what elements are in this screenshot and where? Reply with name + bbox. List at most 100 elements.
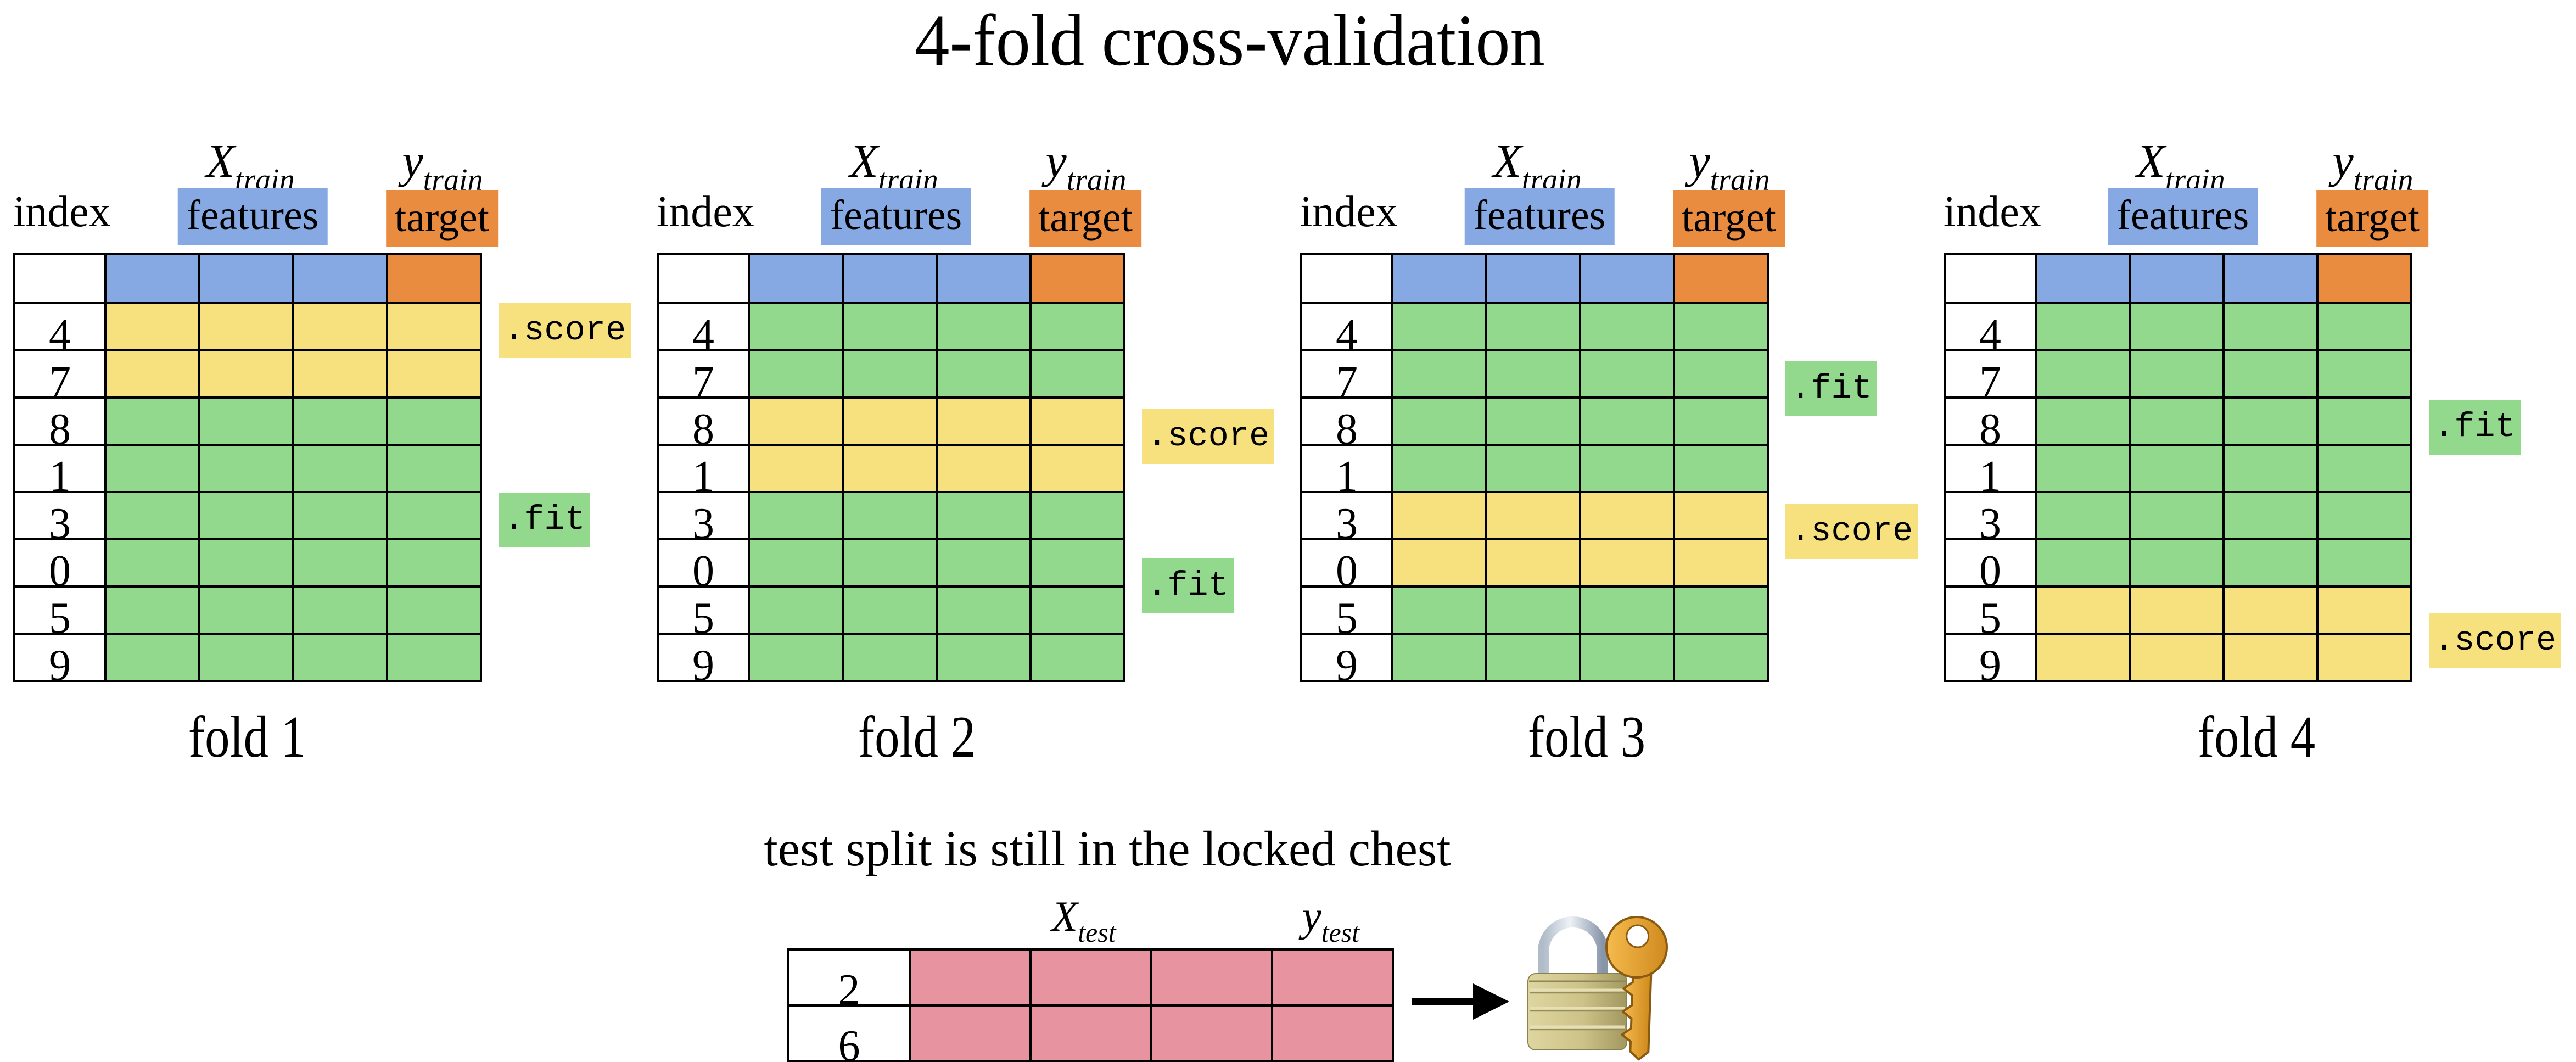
row-index-cell: 5	[13, 585, 107, 640]
validation-cell	[842, 444, 938, 493]
train-cell	[2035, 538, 2131, 588]
x-train-var: X	[849, 135, 878, 187]
train-cell	[936, 633, 1032, 682]
validation-cell	[292, 349, 388, 399]
fold-table-row: 7	[657, 349, 1125, 404]
y-train-var: y	[2332, 135, 2354, 187]
fold-table-row: 5	[1944, 585, 2412, 640]
train-cell	[292, 444, 388, 493]
index-column-label: index	[1300, 188, 1398, 236]
train-cell	[2316, 538, 2412, 588]
fold-table-row: 8	[657, 396, 1125, 451]
validation-cell	[2222, 633, 2319, 682]
validation-cell	[1485, 538, 1581, 588]
fold-table-row: 4	[1300, 302, 1769, 357]
train-cell	[104, 585, 200, 635]
fit-label: .fit	[1785, 361, 1877, 416]
fold-label: fold 1	[188, 705, 306, 770]
train-cell	[1579, 633, 1675, 682]
fold-table-row: 8	[13, 396, 482, 451]
validation-cell	[2035, 633, 2131, 682]
score-label: .score	[499, 303, 631, 358]
target-label: target	[386, 190, 498, 247]
train-cell	[104, 396, 200, 446]
train-cell	[2222, 444, 2319, 493]
train-cell	[1391, 349, 1487, 399]
y-train-var: y	[1689, 135, 1710, 187]
validation-cell	[386, 349, 482, 399]
validation-cell	[1485, 491, 1581, 540]
fold-table-row: 4	[13, 302, 482, 357]
test-cell	[1150, 1004, 1273, 1062]
fold-table-row: 0	[13, 538, 482, 593]
train-cell	[1029, 585, 1125, 635]
row-index-cell: 4	[13, 302, 107, 357]
fold-table-row: 0	[1300, 538, 1769, 593]
train-cell	[1485, 633, 1581, 682]
validation-cell	[386, 302, 482, 351]
validation-cell	[1391, 491, 1487, 540]
diagram-title: 4-fold cross-validation	[915, 0, 1545, 81]
header-target-cell	[2316, 253, 2412, 304]
train-cell	[2222, 396, 2319, 446]
header-index-cell	[1300, 253, 1393, 304]
features-label: features	[2108, 188, 2258, 245]
fold-table-row: 8	[1944, 396, 2412, 451]
header-feature-cell	[198, 253, 294, 304]
score-label: .score	[1785, 504, 1918, 559]
arrow-head	[1473, 983, 1509, 1020]
validation-cell	[1673, 538, 1769, 588]
train-cell	[1391, 396, 1487, 446]
train-cell	[1673, 585, 1769, 635]
train-cell	[1673, 444, 1769, 493]
score-label: .score	[2429, 613, 2562, 668]
row-index-cell: 4	[1300, 302, 1393, 357]
lock-shackle	[1538, 916, 1608, 976]
train-cell	[2129, 444, 2225, 493]
header-target-cell	[1029, 253, 1125, 304]
train-cell	[198, 585, 294, 635]
train-cell	[104, 538, 200, 588]
train-cell	[2316, 302, 2412, 351]
train-cell	[748, 302, 844, 351]
train-cell	[104, 633, 200, 682]
train-cell	[1485, 349, 1581, 399]
test-caption: test split is still in the locked chest	[764, 821, 1451, 876]
header-target-cell	[1673, 253, 1769, 304]
fold-table-row: 7	[13, 349, 482, 404]
train-cell	[936, 302, 1032, 351]
train-cell	[1029, 349, 1125, 399]
x-train-var: X	[1493, 135, 1522, 187]
target-label: target	[1029, 190, 1141, 247]
fold-table-row: 7	[1300, 349, 1769, 404]
train-cell	[842, 491, 938, 540]
fold-table-row: 9	[1300, 633, 1769, 687]
validation-cell	[842, 396, 938, 446]
header-feature-cell	[1391, 253, 1487, 304]
validation-cell	[2316, 633, 2412, 682]
train-cell	[1391, 633, 1487, 682]
train-cell	[292, 633, 388, 682]
train-cell	[936, 538, 1032, 588]
train-cell	[748, 349, 844, 399]
row-index-cell: 0	[13, 538, 107, 593]
train-cell	[1029, 302, 1125, 351]
row-index-cell: 1	[1944, 444, 2037, 499]
fold-label: fold 2	[858, 705, 976, 770]
fold-table-row: 5	[13, 585, 482, 640]
train-cell	[936, 585, 1032, 635]
row-index-cell: 0	[657, 538, 750, 593]
train-cell	[1029, 633, 1125, 682]
header-index-cell	[13, 253, 107, 304]
row-index-cell: 9	[1944, 633, 2037, 687]
row-index-cell: 8	[1944, 396, 2037, 451]
row-index-cell: 1	[657, 444, 750, 499]
train-cell	[386, 585, 482, 635]
fold-table-row: 9	[657, 633, 1125, 687]
test-cell	[909, 1004, 1032, 1062]
index-column-label: index	[1944, 188, 2041, 236]
fold-table-row: 4	[657, 302, 1125, 357]
